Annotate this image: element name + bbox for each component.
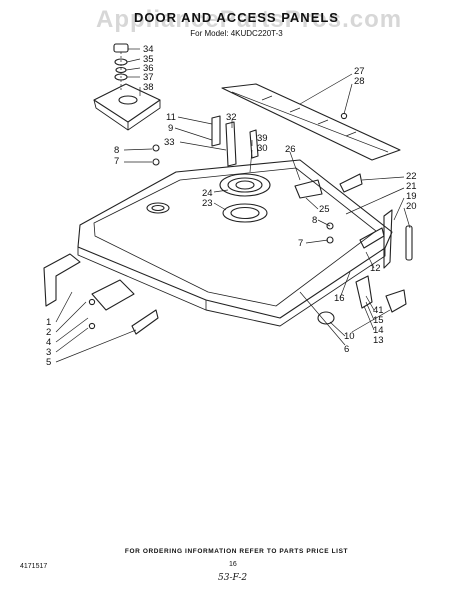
model-number: For Model: 4KUDC220T-3 <box>190 29 283 38</box>
callout-32: 32 <box>226 112 237 123</box>
callout-26: 26 <box>285 144 296 155</box>
callout-41: 41 <box>373 305 384 316</box>
callout-36: 36 <box>143 63 154 74</box>
callout-22: 22 <box>406 171 417 182</box>
callout-12: 12 <box>370 263 381 274</box>
door-panel-inner <box>93 167 377 307</box>
callout-10: 10 <box>344 331 355 342</box>
callout-5: 5 <box>46 357 51 368</box>
callout-labels: 34 35 36 37 38 27 28 11 32 9 33 39 30 8 … <box>46 44 417 368</box>
callout-34: 34 <box>143 44 154 55</box>
ordering-info: FOR ORDERING INFORMATION REFER TO PARTS … <box>124 548 349 555</box>
callout-3: 3 <box>46 347 51 358</box>
callout-23: 23 <box>202 198 213 209</box>
callout-28: 28 <box>354 76 365 87</box>
callout-8-left: 8 <box>114 145 119 156</box>
drain-hole <box>146 202 170 214</box>
callout-19: 19 <box>406 191 417 202</box>
knob-cap <box>113 43 129 53</box>
roller <box>317 311 335 325</box>
callout-4: 4 <box>46 337 51 348</box>
wash-arm-hub <box>219 173 271 197</box>
callout-20: 20 <box>406 201 417 212</box>
callout-30: 30 <box>257 143 268 154</box>
page-title: DOOR AND ACCESS PANELS <box>134 10 339 25</box>
callout-8-right: 8 <box>312 215 317 226</box>
callout-2: 2 <box>46 327 51 338</box>
callout-38: 38 <box>143 82 154 93</box>
hinge-bracket <box>43 253 81 307</box>
page-number: 16 <box>229 561 237 568</box>
callout-16: 16 <box>334 293 345 304</box>
callout-13: 13 <box>373 335 384 346</box>
callout-21: 21 <box>406 181 417 192</box>
callout-11: 11 <box>166 112 176 123</box>
vent-strip <box>221 83 401 161</box>
callout-7-right: 7 <box>298 238 303 249</box>
callout-14: 14 <box>373 325 384 336</box>
callout-15: 15 <box>373 315 384 326</box>
callout-25: 25 <box>319 204 330 215</box>
callout-35: 35 <box>143 54 154 65</box>
watermark: AppliancePartsPros.com <box>96 6 403 33</box>
handwritten-note: 53-F-2 <box>218 573 248 583</box>
callout-7-left: 7 <box>114 156 119 167</box>
callout-24: 24 <box>202 188 213 199</box>
callout-39: 39 <box>257 133 268 144</box>
callout-37: 37 <box>143 72 154 83</box>
callout-6: 6 <box>344 344 349 355</box>
callout-9: 9 <box>168 123 173 134</box>
callout-33: 33 <box>164 137 175 148</box>
document-number: 4171517 <box>20 563 48 570</box>
callout-1: 1 <box>46 317 51 328</box>
callout-27: 27 <box>354 66 365 77</box>
gasket-ring <box>222 203 268 223</box>
door-panel <box>77 159 393 319</box>
